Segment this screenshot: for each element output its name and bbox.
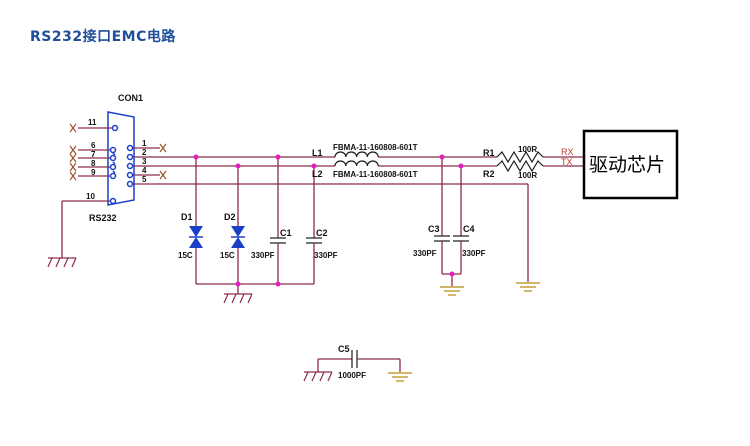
svg-text:R1: R1 [483,148,495,158]
svg-text:L1: L1 [312,148,323,158]
svg-text:100R: 100R [518,145,537,154]
connector-con1: CON1 RS232 11 6 7 8 9 10 [62,93,167,223]
diode-d2: D2 15C [220,166,245,284]
rx-label: RX [561,147,574,157]
inductor-l1: L1 FBMA-11-160808-601T [312,143,418,158]
svg-text:R2: R2 [483,169,495,179]
svg-text:C1: C1 [280,228,292,238]
svg-text:FBMA-11-160808-601T: FBMA-11-160808-601T [333,143,418,152]
svg-text:330PF: 330PF [251,251,275,260]
connector-ref: CON1 [118,93,143,103]
svg-text:L2: L2 [312,169,323,179]
diode-d1: D1 15C [178,157,203,284]
svg-text:C3: C3 [428,224,440,234]
capacitor-c3: C3 330PF [413,157,450,274]
driver-chip: 驱动芯片 [582,129,679,200]
svg-text:15C: 15C [220,251,235,260]
svg-text:330PF: 330PF [314,251,338,260]
ground-left [47,201,77,268]
tx-label: TX [561,157,573,167]
svg-text:1000PF: 1000PF [338,371,366,380]
svg-text:1: 1 [142,139,147,148]
capacitor-c5: C5 1000PF [317,344,401,380]
resistor-r1: R1 100R [483,145,544,164]
page-title: RS232接口EMC电路 [30,29,176,45]
resistor-r2: R2 100R [483,159,544,180]
ground-c5-left [303,371,333,382]
svg-text:8: 8 [91,159,96,168]
svg-text:11: 11 [88,118,97,127]
svg-text:4: 4 [142,166,147,175]
capacitor-c1: C1 330PF [251,157,292,284]
svg-text:3: 3 [142,157,147,166]
ground-middle [223,293,253,304]
svg-text:330PF: 330PF [462,249,486,258]
svg-text:7: 7 [91,150,96,159]
svg-text:C4: C4 [463,224,475,234]
svg-text:100R: 100R [518,171,537,180]
svg-text:D2: D2 [224,212,236,222]
svg-text:D1: D1 [181,212,193,222]
ground-c5-right [388,372,412,382]
connector-name: RS232 [89,213,117,223]
svg-text:15C: 15C [178,251,193,260]
ground-right [516,282,540,292]
capacitor-c2: C2 330PF [306,166,338,284]
svg-text:FBMA-11-160808-601T: FBMA-11-160808-601T [333,170,418,179]
svg-text:330PF: 330PF [413,249,437,258]
svg-text:10: 10 [86,192,95,201]
ground-c3c4 [440,286,464,296]
svg-text:5: 5 [142,175,147,184]
capacitor-c4: C4 330PF [453,166,486,274]
connector-body [107,111,135,206]
junctions [193,154,464,287]
svg-text:6: 6 [91,141,96,150]
svg-text:9: 9 [91,168,96,177]
svg-text:2: 2 [142,148,147,157]
chip-label: 驱动芯片 [589,154,665,176]
svg-text:C2: C2 [316,228,328,238]
inductor-l2: L2 FBMA-11-160808-601T [312,160,418,179]
svg-text:C5: C5 [338,344,350,354]
